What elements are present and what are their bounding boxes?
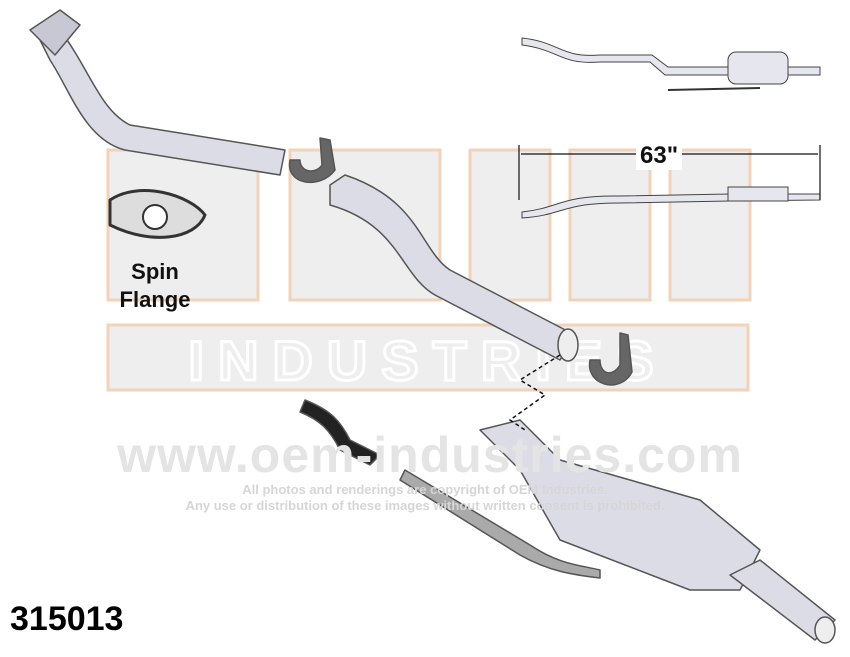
air-tube [399, 469, 601, 579]
thumbnail-top-converter [727, 51, 789, 85]
pipe-flange [29, 9, 81, 56]
thumbnail-side-converter [727, 186, 789, 202]
u-clamp [588, 332, 633, 386]
mid-pipe [329, 174, 576, 361]
thumbnail-top-pipe [521, 37, 821, 76]
spin-flange-label-line2: Flange [119, 287, 191, 312]
vacuum-hose [299, 399, 381, 466]
overall-length-dimension: 63" [636, 142, 683, 170]
outlet-pipe [729, 559, 836, 641]
spin-flange-label: Spin Flange [100, 258, 210, 314]
copyright-line-2: Any use or distribution of these images … [185, 498, 665, 513]
copyright-line-1: All photos and renderings are copyright … [242, 482, 608, 497]
spin-flange-label-line1: Spin [131, 259, 179, 284]
part-number: 315013 [10, 600, 124, 638]
front-pipe [39, 29, 286, 176]
watermark-url: www.oem-industries.com [117, 427, 743, 483]
u-clamp [288, 137, 336, 184]
connection-dashed-line [508, 354, 561, 431]
thumbnail-top-tube [667, 87, 761, 91]
